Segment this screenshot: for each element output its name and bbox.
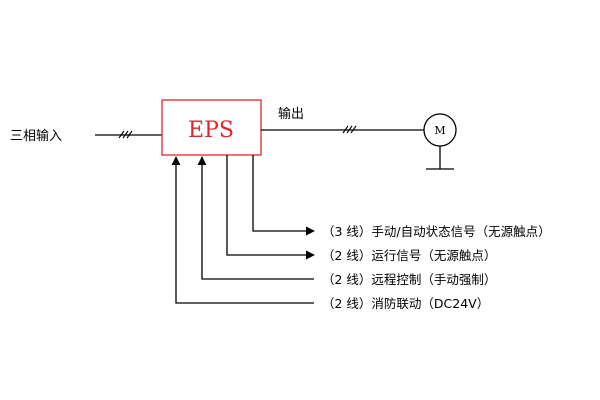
output-label: 输出 [278, 106, 304, 122]
signal-line-1 [252, 155, 315, 236]
eps-box-label: EPS [188, 118, 234, 143]
signal-line-2 [226, 155, 315, 260]
input-three-phase-mark [118, 130, 133, 139]
signal-label-2: （2 线）运行信号（无源触点） [322, 248, 496, 263]
output-three-phase-mark [342, 125, 357, 134]
signal-label-3: （2 线）远程控制（手动强制） [322, 272, 496, 287]
input-label: 三相输入 [10, 128, 62, 144]
eps-box [161, 99, 262, 156]
motor-ground-icon [426, 146, 454, 170]
signal-label-1: （3 线）手动/自动状态信号（无源触点） [322, 224, 551, 239]
signal-label-4: （2 线）消防联动（DC24V） [322, 296, 489, 311]
signal-line-4 [171, 156, 314, 304]
signal-line-3 [197, 156, 314, 280]
motor-label: M [434, 124, 445, 137]
